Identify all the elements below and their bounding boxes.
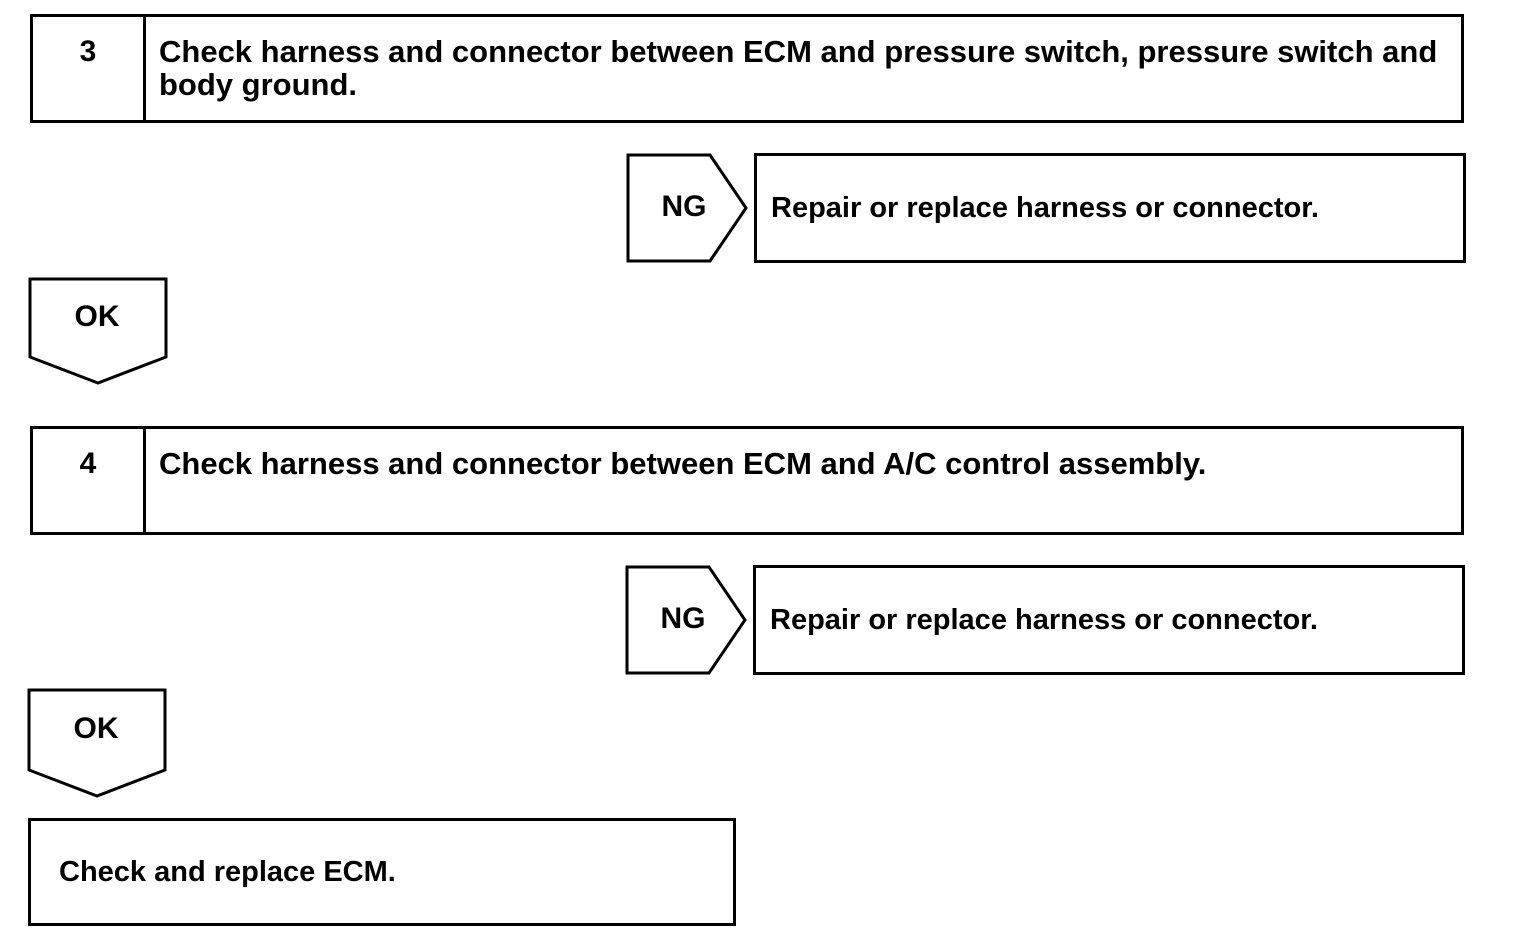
ng-label: NG <box>661 190 707 223</box>
ok-arrow-shape <box>28 277 168 385</box>
ng-result-box: Repair or replace harness or connector. <box>753 565 1465 675</box>
step-4-box: 4 Check harness and connector between EC… <box>30 426 1464 535</box>
step-number: 4 <box>33 429 146 532</box>
step-number: 3 <box>33 17 146 120</box>
ng-result-text: Repair or replace harness or connector. <box>771 191 1319 224</box>
ng-label: NG <box>660 602 706 635</box>
ng-result-text: Repair or replace harness or connector. <box>770 603 1318 636</box>
ng-result-box: Repair or replace harness or connector. <box>754 153 1466 263</box>
step-description: Check harness and connector between ECM … <box>159 446 1207 481</box>
step-description: Check harness and connector between ECM … <box>159 34 1438 102</box>
ok-arrow-shape <box>27 688 167 798</box>
ok-label: OK <box>74 300 120 333</box>
final-action-text: Check and replace ECM. <box>59 855 396 888</box>
ng-arrow-shape <box>625 565 747 675</box>
ok-label: OK <box>73 712 119 745</box>
final-action-box: Check and replace ECM. <box>28 818 736 926</box>
step-3-box: 3 Check harness and connector between EC… <box>30 14 1464 123</box>
ng-arrow-shape <box>626 153 748 263</box>
